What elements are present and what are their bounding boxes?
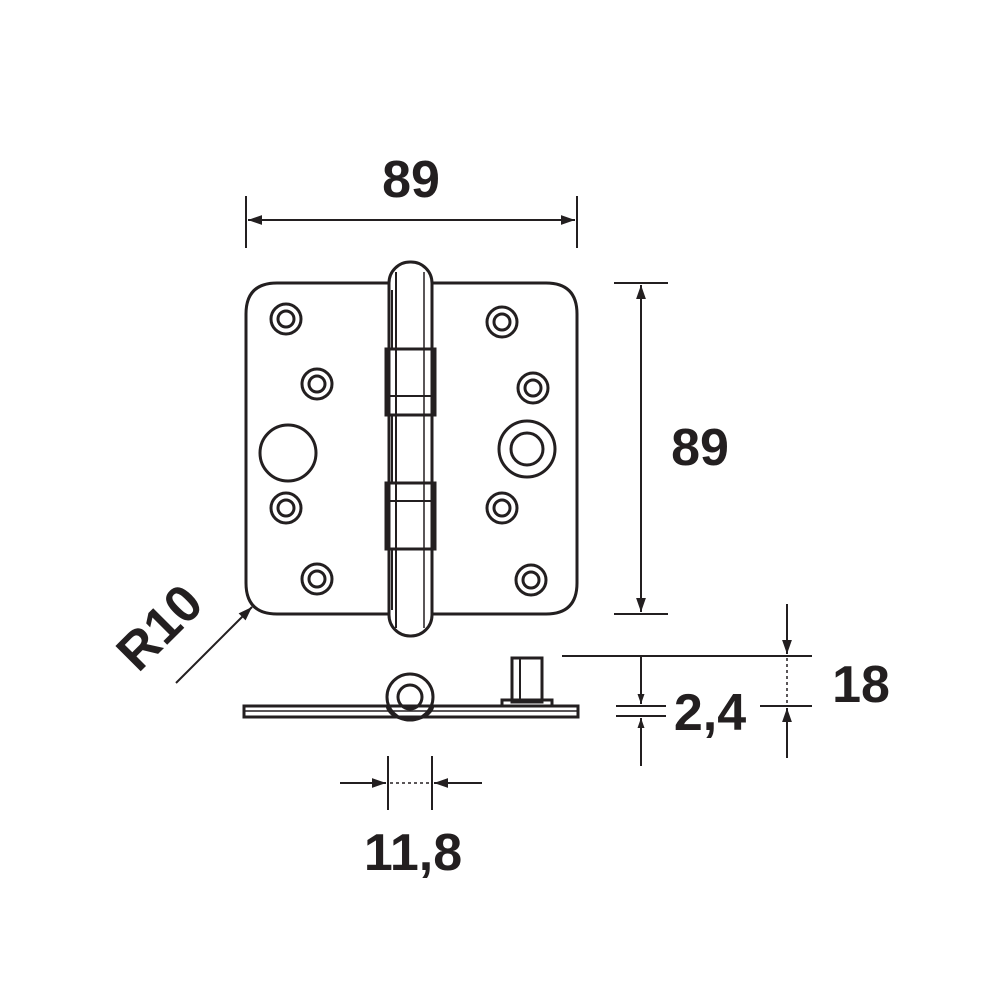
lower-bearing-ring — [384, 481, 437, 551]
leaf-thickness-dimension: 2,4 — [616, 656, 746, 766]
screw-hole — [485, 491, 519, 525]
hinge-knuckle — [384, 260, 437, 638]
screw-hole — [300, 367, 334, 401]
hinge-side-view — [242, 656, 580, 722]
screw-hole — [269, 302, 303, 336]
height-label: 89 — [671, 419, 729, 477]
leaf-thickness-label: 2,4 — [674, 684, 746, 742]
screw-hole — [514, 563, 548, 597]
screw-hole — [300, 562, 334, 596]
knuckle-diameter-label: 11,8 — [364, 824, 462, 882]
screw-hole — [269, 491, 303, 525]
width-label: 89 — [382, 151, 440, 209]
upper-bearing-ring — [384, 347, 437, 417]
left-leaf-outline — [244, 281, 389, 616]
knuckle-diameter-dimension: 11,8 — [340, 756, 482, 882]
hinge-front-view — [244, 260, 579, 638]
total-thickness-label: 18 — [832, 656, 890, 714]
security-pin-hole — [258, 423, 318, 483]
screw-hole — [516, 371, 550, 405]
width-dimension: 89 — [245, 151, 578, 248]
radius-dimension: R10 — [106, 574, 253, 684]
right-leaf-outline — [432, 281, 579, 616]
security-pin-profile — [500, 656, 554, 708]
security-pin — [497, 419, 557, 479]
height-dimension: 89 — [614, 282, 729, 615]
screw-holes — [269, 302, 550, 597]
knuckle-section — [385, 672, 435, 722]
radius-label: R10 — [106, 574, 214, 682]
total-thickness-dimension: 18 — [562, 604, 890, 758]
screw-hole — [485, 305, 519, 339]
